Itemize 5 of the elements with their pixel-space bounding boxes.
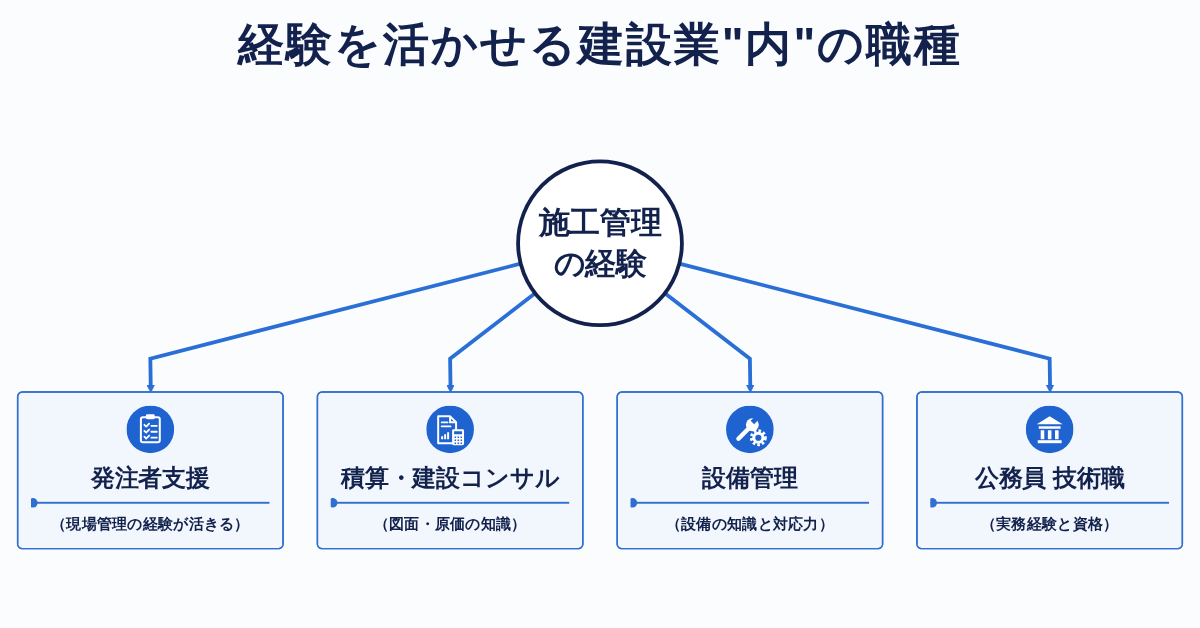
- arrow: [678, 261, 1055, 393]
- title: 経験を活かせる建設業"内"の職種: [236, 17, 964, 72]
- node-circle: 施工管理の経験: [516, 159, 684, 328]
- arrow: [663, 291, 755, 393]
- arrow: [446, 291, 537, 393]
